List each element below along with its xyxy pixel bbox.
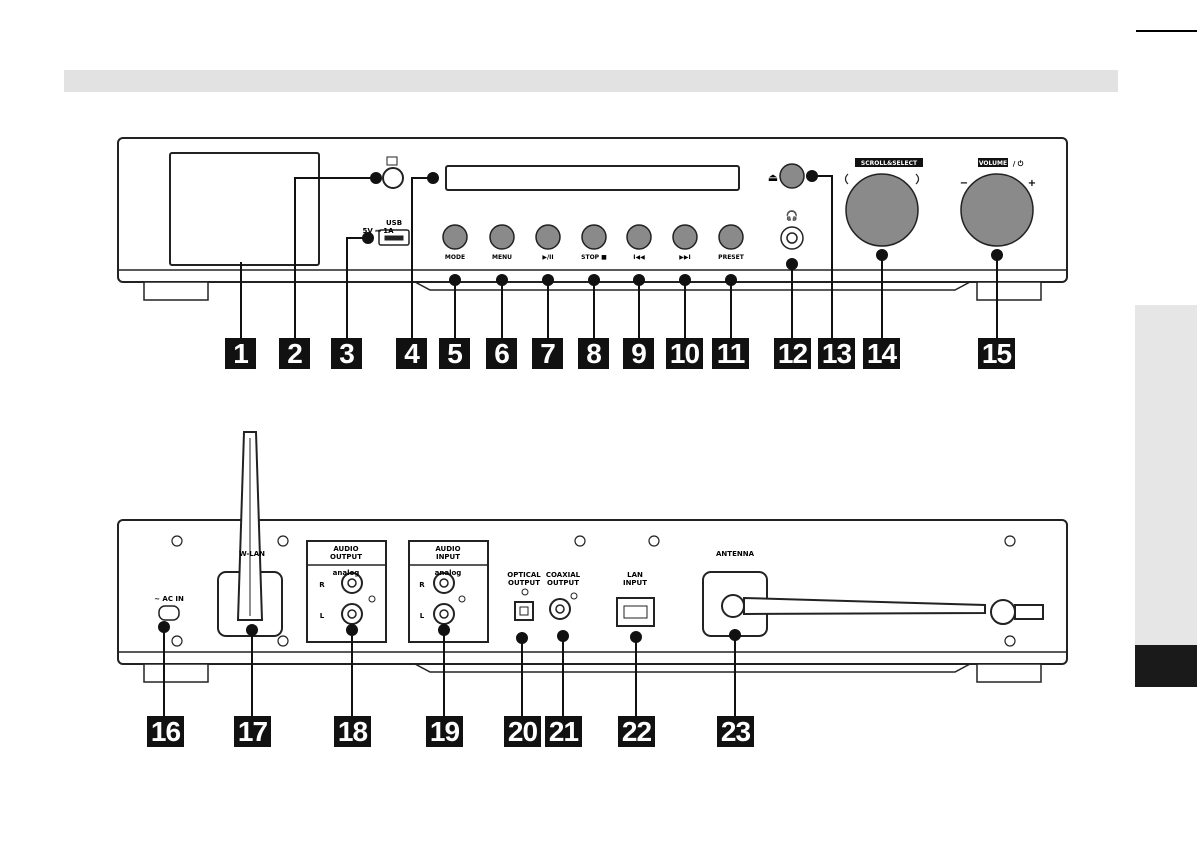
eject-button[interactable] — [780, 164, 804, 188]
callout-10: 10 — [666, 338, 703, 369]
lan-label-2: INPUT — [623, 579, 647, 587]
scroll-left-arrow-icon — [846, 174, 849, 184]
fm-antenna-connector — [722, 595, 744, 617]
usb-port-slot — [385, 236, 403, 240]
callout-3: 3 — [331, 338, 362, 369]
coaxial-label-1: COAXIAL — [546, 571, 581, 579]
remote-sensor-icon — [387, 157, 397, 165]
optical-label-2: OUTPUT — [508, 579, 540, 587]
preset-label: PRESET — [718, 254, 745, 261]
callout-13: 13 — [818, 338, 855, 369]
callout-9: 9 — [623, 338, 654, 369]
prev-label: I◀◀ — [633, 254, 645, 261]
analog-out-label: analog — [333, 569, 360, 577]
callout-1: 1 — [225, 338, 256, 369]
l-in-label: L — [420, 612, 425, 620]
front-foot-left — [144, 282, 208, 300]
rear-foot-left — [144, 664, 208, 682]
audio-input-label-1: AUDIO — [435, 545, 460, 553]
callout-21: 21 — [545, 716, 582, 747]
optical-label-1: OPTICAL — [507, 571, 541, 579]
callout-14: 14 — [863, 338, 900, 369]
ac-in-label: ~ AC IN — [154, 595, 184, 603]
rear-screws — [172, 536, 1015, 646]
callout-7: 7 — [532, 338, 563, 369]
volume-power-label: / ⏻ — [1013, 160, 1024, 168]
callout-2: 2 — [279, 338, 310, 369]
headphone-icon: 🎧 — [786, 209, 798, 222]
prev-button[interactable] — [627, 225, 651, 249]
play-pause-button[interactable] — [536, 225, 560, 249]
audio-output-label-1: AUDIO — [333, 545, 358, 553]
display-screen — [170, 153, 319, 265]
cd-slot — [446, 166, 739, 190]
callout-15: 15 — [978, 338, 1015, 369]
vol-plus-label: + — [1028, 178, 1036, 189]
ac-in-socket — [159, 606, 179, 620]
stop-button[interactable] — [582, 225, 606, 249]
audio-input-label-2: INPUT — [436, 553, 460, 561]
callout-22: 22 — [618, 716, 655, 747]
volume-knob[interactable] — [961, 174, 1033, 246]
scroll-select-knob[interactable] — [846, 174, 918, 246]
preset-button[interactable] — [719, 225, 743, 249]
vol-minus-label: − — [960, 178, 968, 189]
next-label: ▶▶I — [679, 254, 690, 261]
front-foot-right — [977, 282, 1041, 300]
mode-button[interactable] — [443, 225, 467, 249]
coaxial-label-2: OUTPUT — [547, 579, 579, 587]
callout-11: 11 — [712, 338, 749, 369]
optical-port — [515, 602, 533, 620]
r-in-label: R — [419, 581, 425, 589]
eject-icon: ⏏ — [768, 171, 778, 184]
menu-label: MENU — [492, 254, 512, 261]
callout-6: 6 — [486, 338, 517, 369]
volume-label: VOLUME — [979, 160, 1007, 167]
remote-sensor — [383, 168, 403, 188]
usb-label: USB — [386, 219, 402, 227]
scroll-right-arrow-icon — [916, 174, 919, 184]
headphone-jack-inner — [787, 233, 797, 243]
antenna-label: ANTENNA — [716, 550, 755, 558]
callout-19: 19 — [426, 716, 463, 747]
callout-5: 5 — [439, 338, 470, 369]
next-button[interactable] — [673, 225, 697, 249]
callout-16: 16 — [147, 716, 184, 747]
play-pause-label: ▶/II — [542, 254, 553, 261]
callout-20: 20 — [504, 716, 541, 747]
audio-out-l-jack — [342, 604, 362, 624]
callout-17: 17 — [234, 716, 271, 747]
callout-18: 18 — [334, 716, 371, 747]
rear-base — [415, 664, 970, 672]
coaxial-port — [550, 599, 570, 619]
rear-foot-right — [977, 664, 1041, 682]
callout-23: 23 — [717, 716, 754, 747]
callout-8: 8 — [578, 338, 609, 369]
menu-button[interactable] — [490, 225, 514, 249]
analog-in-label: analog — [435, 569, 462, 577]
callout-4: 4 — [396, 338, 427, 369]
lan-label-1: LAN — [627, 571, 643, 579]
wlan-label: W-LAN — [239, 550, 265, 558]
mode-label: MODE — [445, 254, 465, 261]
audio-output-label-2: OUTPUT — [330, 553, 362, 561]
stop-label: STOP ■ — [581, 254, 607, 261]
fm-antenna-rod — [744, 598, 985, 614]
lan-port — [617, 598, 654, 626]
scroll-select-label: SCROLL&SELECT — [861, 160, 918, 167]
r-out-label: R — [319, 581, 325, 589]
l-out-label: L — [320, 612, 325, 620]
callout-12: 12 — [774, 338, 811, 369]
audio-in-l-jack — [434, 604, 454, 624]
